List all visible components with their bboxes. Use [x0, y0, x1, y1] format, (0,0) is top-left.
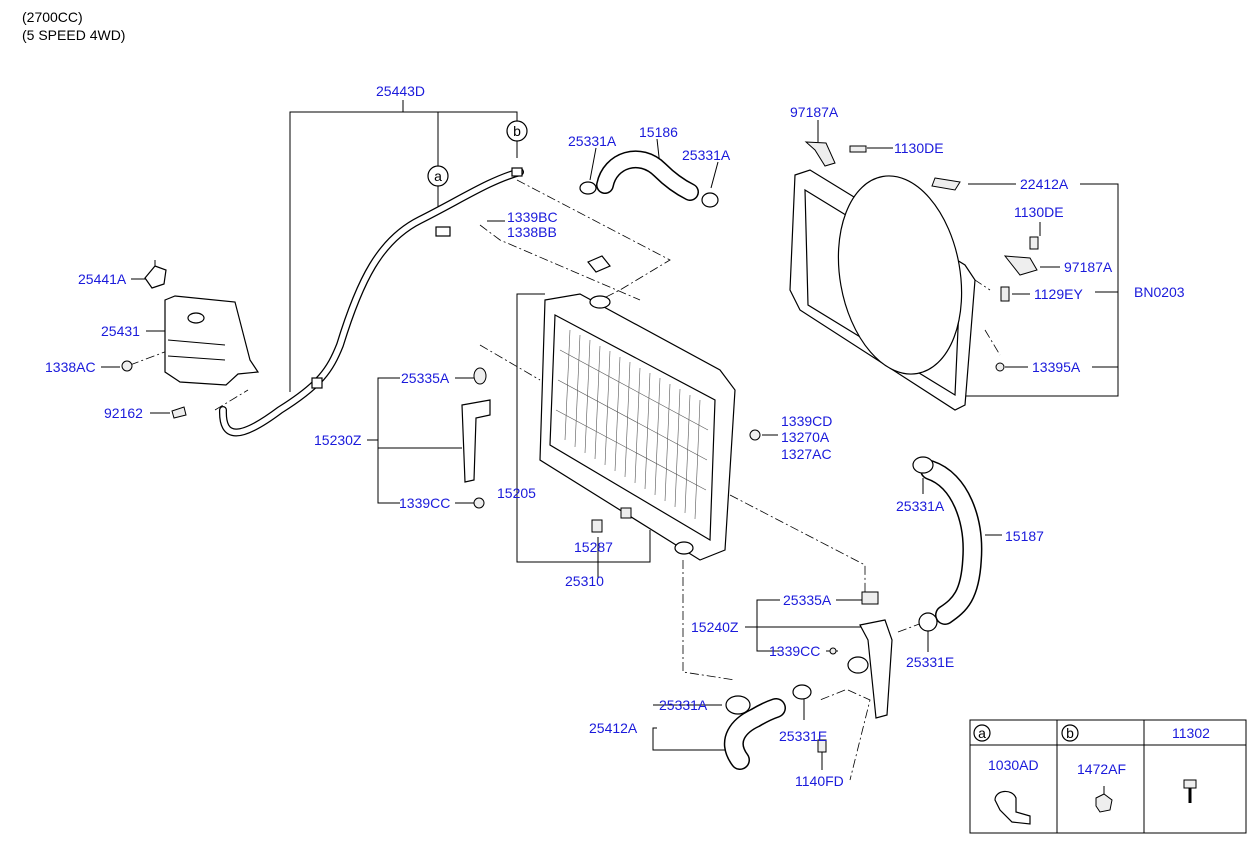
legend-code-11302[interactable]: 11302: [1172, 725, 1210, 741]
label-25331a-bottom[interactable]: 25331A: [659, 697, 708, 713]
part-labels: 25443D 25331A 15186 25331A 97187A 1130DE…: [45, 83, 1185, 789]
legend-part-1472af[interactable]: 1472AF: [1077, 761, 1126, 777]
upper-hose: [579, 150, 719, 208]
label-25335a-left[interactable]: 25335A: [401, 370, 450, 386]
reservoir-tank: [121, 260, 260, 419]
label-1339cd[interactable]: 1339CD: [781, 413, 832, 429]
label-25335a-right[interactable]: 25335A: [783, 592, 832, 608]
radiator: [461, 255, 761, 561]
label-1129ey[interactable]: 1129EY: [1034, 286, 1083, 302]
bottom-hose: [723, 695, 786, 770]
label-22412a[interactable]: 22412A: [1020, 176, 1069, 192]
label-25331a-top-right[interactable]: 25331A: [682, 147, 731, 163]
label-1130de-top[interactable]: 1130DE: [894, 140, 944, 156]
label-15186[interactable]: 15186: [639, 124, 678, 140]
label-15230z[interactable]: 15230Z: [314, 432, 362, 448]
lower-hose: [792, 456, 983, 753]
label-25441a[interactable]: 25441A: [78, 271, 127, 287]
label-97187a-top[interactable]: 97187A: [790, 104, 839, 120]
label-1338ac[interactable]: 1338AC: [45, 359, 96, 375]
label-13395a[interactable]: 13395A: [1032, 359, 1081, 375]
label-1140fd[interactable]: 1140FD: [795, 773, 844, 789]
label-13270a[interactable]: 13270A: [781, 429, 830, 445]
callout-b-letter: b: [513, 123, 521, 139]
label-15240z[interactable]: 15240Z: [691, 619, 739, 635]
legend-letter-b: b: [1066, 725, 1074, 741]
legend-table: a b 11302 1030AD 1472AF: [969, 719, 1247, 834]
label-1339cc-right[interactable]: 1339CC: [769, 643, 820, 659]
label-25310[interactable]: 25310: [565, 573, 604, 589]
label-15287[interactable]: 15287: [574, 539, 613, 555]
fan-shroud: [789, 141, 1039, 411]
label-25331a-top-left[interactable]: 25331A: [568, 133, 617, 149]
label-92162[interactable]: 92162: [104, 405, 143, 421]
callout-b: b: [506, 120, 528, 142]
label-1327ac[interactable]: 1327AC: [781, 446, 832, 462]
legend-letter-a: a: [978, 725, 986, 741]
label-25443d[interactable]: 25443D: [376, 83, 425, 99]
alignment-lines: [129, 179, 1001, 781]
label-15205[interactable]: 15205: [497, 485, 536, 501]
label-bn0203[interactable]: BN0203: [1134, 284, 1185, 300]
label-25331e-right[interactable]: 25331E: [906, 654, 954, 670]
label-1339cc-left[interactable]: 1339CC: [399, 495, 450, 511]
overflow-hose: [218, 167, 524, 437]
label-25331e-bottom[interactable]: 25331E: [779, 728, 827, 744]
bolt-11302-drawing: [1183, 779, 1197, 803]
callout-a-letter: a: [434, 168, 442, 184]
clip-1030ad-drawing: [994, 790, 1031, 825]
label-25431[interactable]: 25431: [101, 323, 140, 339]
clamp-1472af-drawing: [1095, 786, 1113, 813]
legend-part-1030ad[interactable]: 1030AD: [988, 757, 1039, 773]
label-1130de-mid[interactable]: 1130DE: [1014, 204, 1064, 220]
leader-lines: [101, 100, 1119, 770]
label-15187[interactable]: 15187: [1005, 528, 1044, 544]
label-1338bb[interactable]: 1338BB: [507, 224, 557, 240]
label-25412a[interactable]: 25412A: [589, 720, 638, 736]
engine-spec: (2700CC): [22, 9, 83, 25]
transmission-spec: (5 SPEED 4WD): [22, 27, 126, 43]
label-1339bc[interactable]: 1339BC: [507, 209, 558, 225]
callout-a: a: [427, 165, 449, 187]
label-97187a-mid[interactable]: 97187A: [1064, 259, 1113, 275]
label-25331a-right[interactable]: 25331A: [896, 498, 945, 514]
